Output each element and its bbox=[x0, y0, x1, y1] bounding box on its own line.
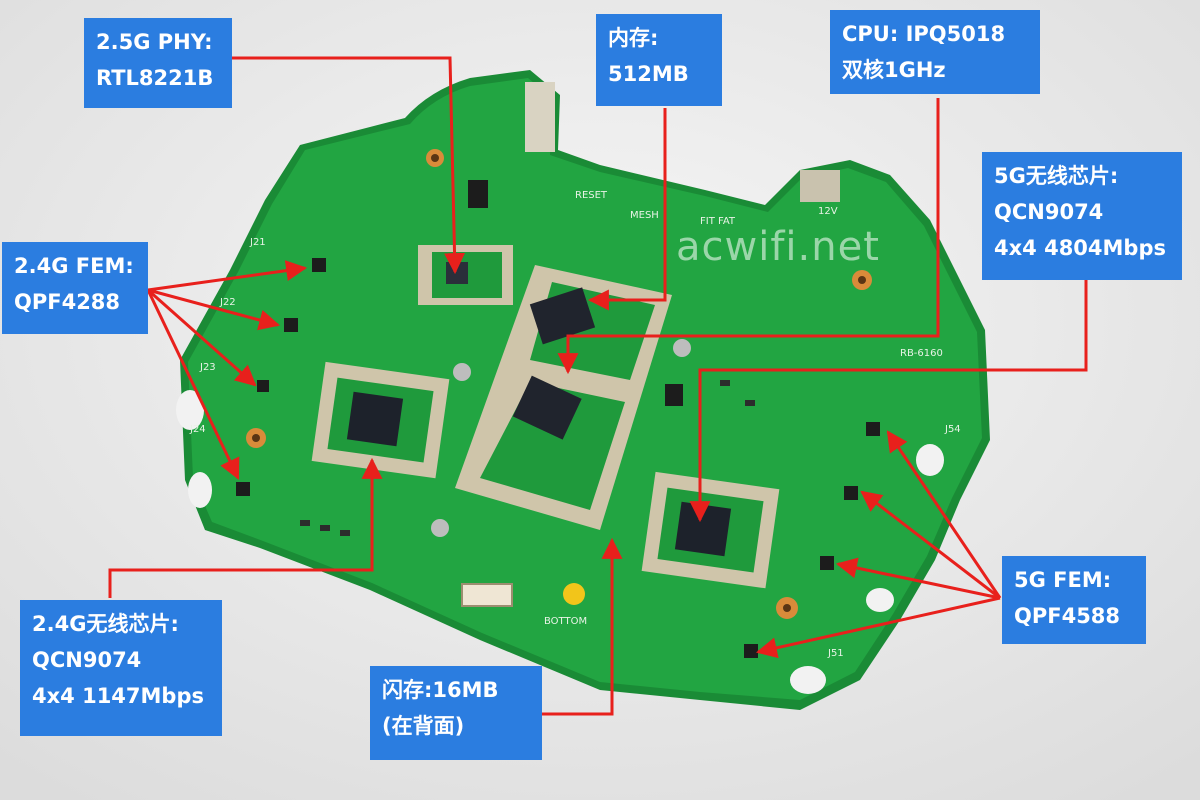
annotation-arrows bbox=[108, 56, 1088, 716]
silk-j21: J21 bbox=[249, 237, 266, 248]
callout-wifi5g: 5G无线芯片: QCN9074 4x4 4804Mbps bbox=[982, 152, 1182, 280]
callout-flash: 闪存:16MB (在背面) bbox=[370, 666, 542, 760]
arrow-phy bbox=[230, 56, 466, 275]
arrow-fem24-3 bbox=[147, 288, 257, 387]
silk-rb-code: RB-6160 bbox=[900, 348, 943, 359]
callout-flash-line2: (在背面) bbox=[382, 714, 465, 738]
callout-wifi5g-line3: 4x4 4804Mbps bbox=[994, 236, 1166, 260]
callout-fem24: 2.4G FEM: QPF4288 bbox=[2, 242, 148, 334]
arrow-fem24-4 bbox=[146, 289, 240, 480]
silk-fit-fat: FIT FAT bbox=[700, 216, 736, 227]
arrow-fem24-1 bbox=[147, 260, 308, 292]
callout-cpu-line2: 双核1GHz bbox=[842, 58, 946, 82]
callout-memory: 内存: 512MB bbox=[596, 14, 722, 106]
silk-j22: J22 bbox=[219, 297, 236, 308]
silk-mesh: MESH bbox=[630, 210, 659, 221]
callout-fem5g-line2: QPF4588 bbox=[1014, 604, 1121, 628]
callout-flash-line1: 闪存:16MB bbox=[382, 678, 499, 702]
board-silkscreen: RESET MESH FIT FAT 12V BOTTOM J21 J22 J2… bbox=[189, 190, 961, 659]
top-connector bbox=[525, 82, 555, 152]
silk-j24: J24 bbox=[189, 424, 206, 435]
callout-wifi24-line3: 4x4 1147Mbps bbox=[32, 684, 204, 708]
callout-wifi24: 2.4G无线芯片: QCN9074 4x4 1147Mbps bbox=[20, 600, 222, 736]
silk-j51: J51 bbox=[827, 648, 844, 659]
callout-cpu-line1: CPU: IPQ5018 bbox=[842, 22, 1006, 46]
callout-memory-line2: 512MB bbox=[608, 62, 689, 86]
callout-cpu: CPU: IPQ5018 双核1GHz bbox=[830, 10, 1040, 94]
rf-shields bbox=[311, 245, 780, 589]
callout-wifi5g-line1: 5G无线芯片: bbox=[994, 164, 1119, 188]
callout-phy-line2: RTL8221B bbox=[96, 66, 214, 90]
silk-j23: J23 bbox=[199, 362, 216, 373]
arrow-fem24-2 bbox=[147, 288, 281, 331]
callout-memory-line1: 内存: bbox=[608, 26, 659, 50]
watermark: acwifi.net bbox=[676, 224, 880, 270]
silk-j54: J54 bbox=[944, 424, 961, 435]
callout-fem5g-line1: 5G FEM: bbox=[1014, 568, 1112, 592]
callout-wifi5g-line2: QCN9074 bbox=[994, 200, 1104, 224]
callout-wifi24-line2: QCN9074 bbox=[32, 648, 142, 672]
callout-fem24-line1: 2.4G FEM: bbox=[14, 254, 134, 278]
arrow-memory bbox=[587, 108, 667, 311]
callout-wifi24-line1: 2.4G无线芯片: bbox=[32, 612, 179, 636]
callout-fem5g: 5G FEM: QPF4588 bbox=[1002, 556, 1146, 644]
silk-12v: 12V bbox=[818, 206, 838, 217]
callout-phy: 2.5G PHY: RTL8221B bbox=[84, 18, 232, 108]
arrow-flash bbox=[542, 537, 623, 716]
callout-fem24-line2: QPF4288 bbox=[14, 290, 121, 314]
arrow-fem5g-3 bbox=[835, 557, 1001, 600]
arrow-fem5g-2 bbox=[860, 490, 1001, 600]
silk-reset: RESET bbox=[575, 190, 608, 201]
arrow-cpu bbox=[557, 98, 940, 375]
arrow-fem5g-1 bbox=[886, 430, 1002, 599]
arrow-fem5g-4 bbox=[755, 596, 1001, 659]
callout-phy-line1: 2.5G PHY: bbox=[96, 30, 213, 54]
arrow-wifi24 bbox=[108, 457, 383, 598]
arrow-wifi5g bbox=[689, 280, 1088, 523]
silk-bottom: BOTTOM bbox=[544, 616, 587, 627]
